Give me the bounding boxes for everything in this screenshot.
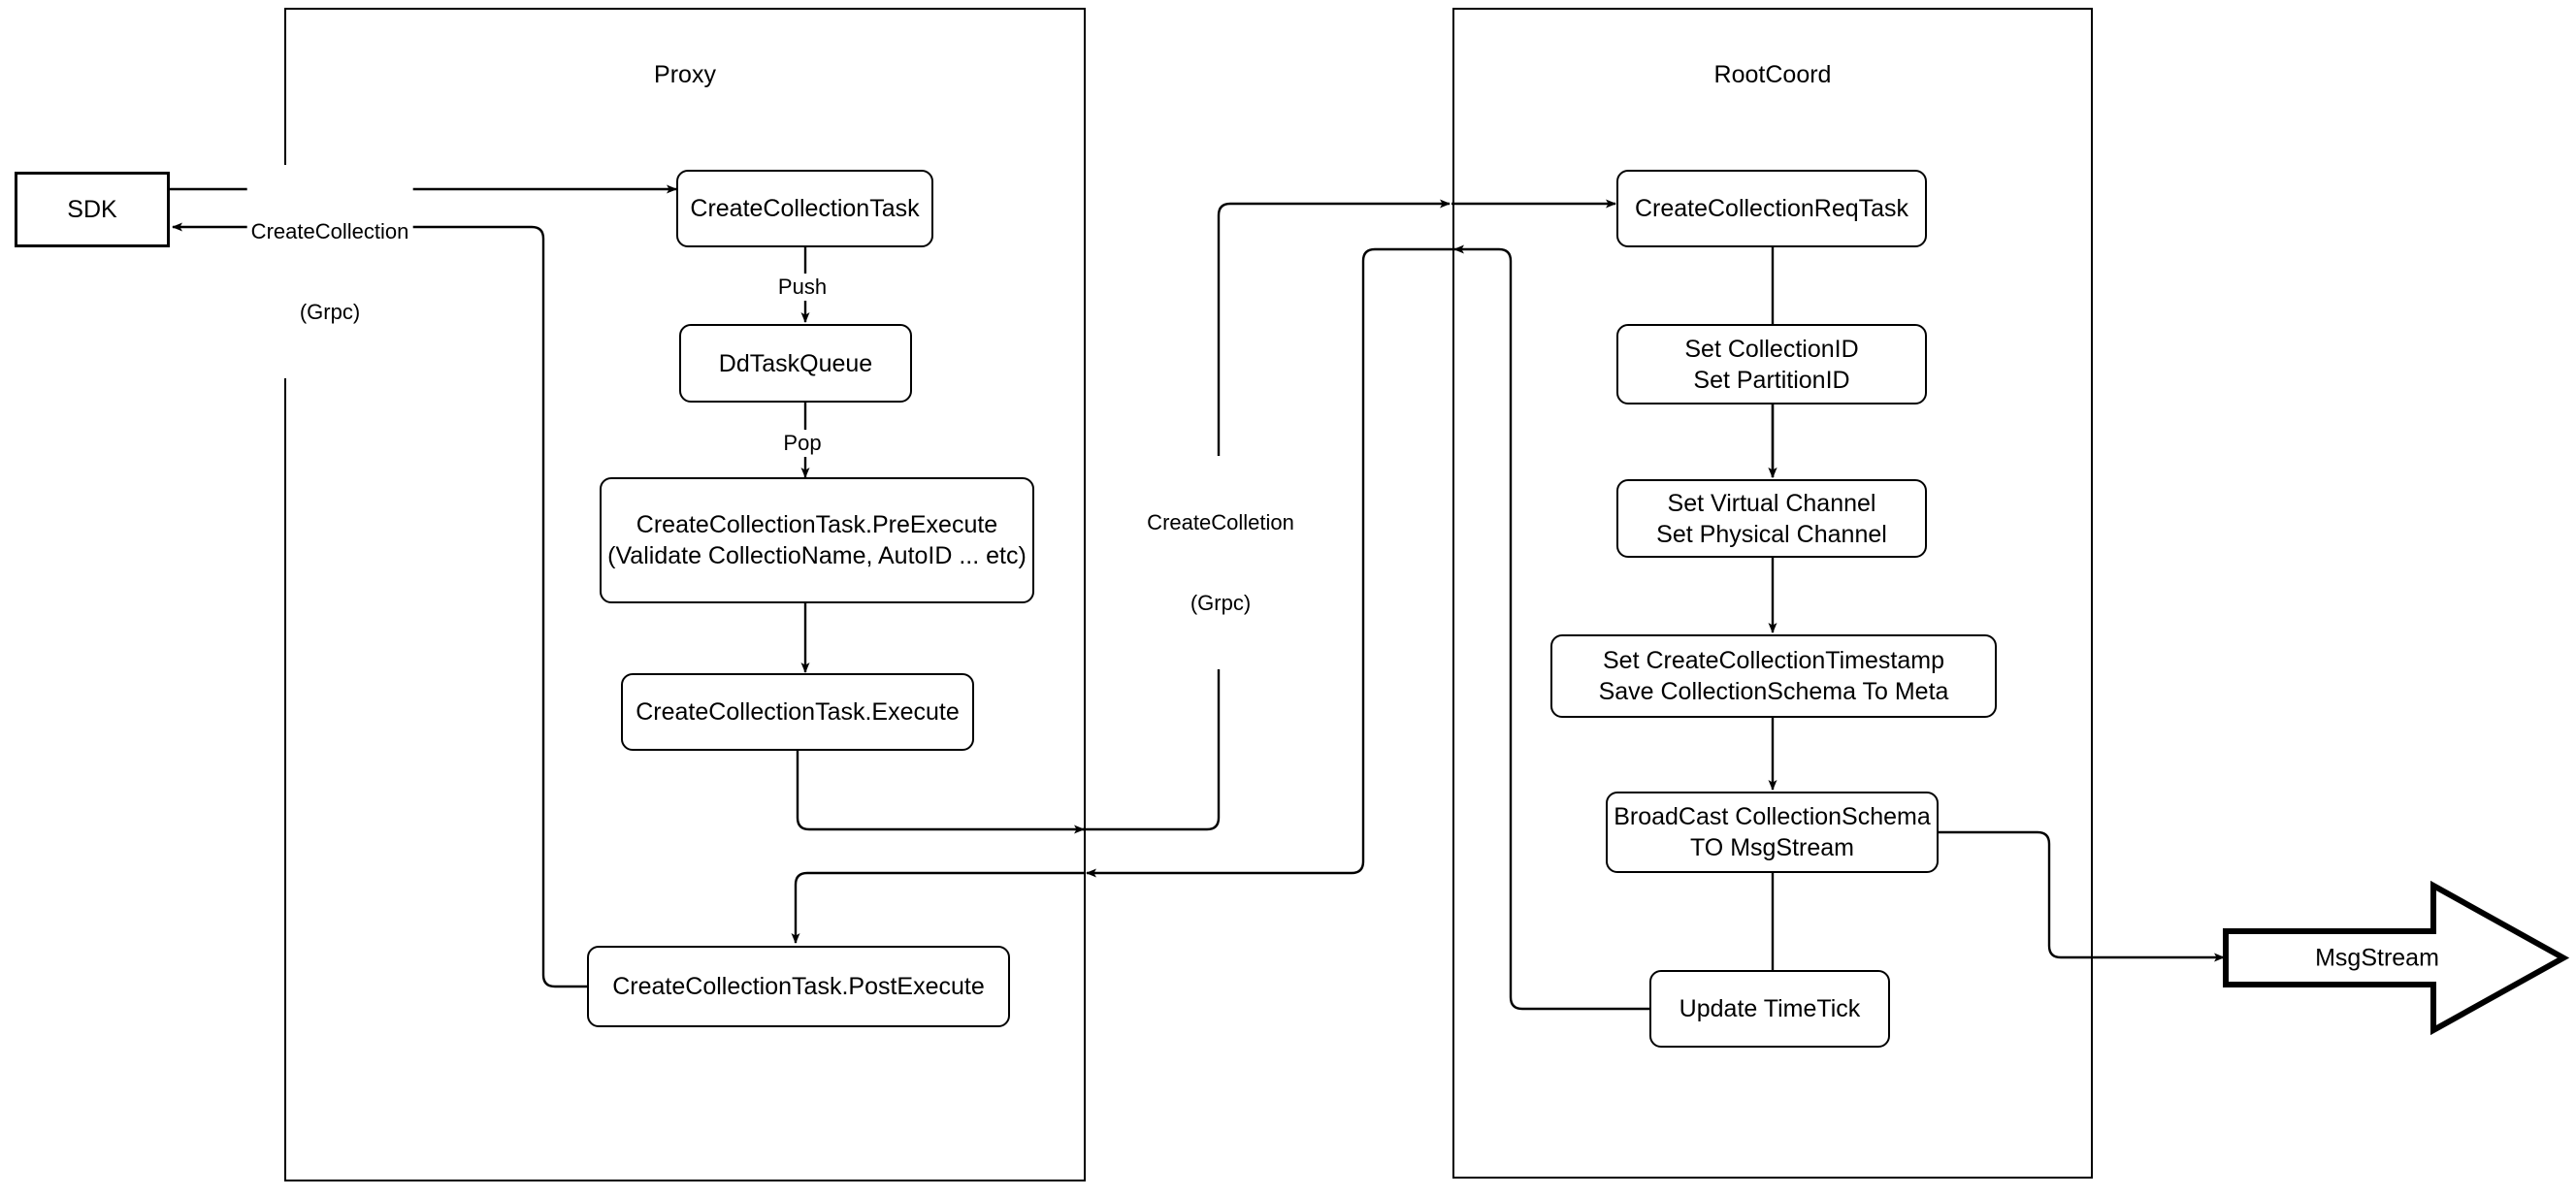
edge-label-pop: Pop (779, 430, 826, 457)
node-set-channel[interactable]: Set Virtual Channel Set Physical Channel (1616, 479, 1927, 558)
lane-proxy-title: Proxy (654, 61, 716, 88)
edge-label-push: Push (773, 274, 831, 301)
edge-label-sdk-to-proxy: CreateCollection (Grpc) (246, 165, 413, 378)
node-execute[interactable]: CreateCollectionTask.Execute (621, 673, 974, 751)
msgstream-arrow-icon (2223, 880, 2570, 1036)
node-set-ids-line2: Set PartitionID (1693, 366, 1850, 394)
node-broadcast[interactable]: BroadCast CollectionSchema TO MsgStream (1606, 792, 1939, 873)
node-msgstream[interactable]: MsgStream (2222, 878, 2571, 1038)
node-set-ids[interactable]: Set CollectionID Set PartitionID (1616, 324, 1927, 404)
node-set-meta[interactable]: Set CreateCollectionTimestamp Save Colle… (1550, 634, 1997, 718)
node-set-meta-line2: Save CollectionSchema To Meta (1598, 678, 1949, 705)
node-sdk[interactable]: SDK (15, 172, 170, 247)
node-pre-execute-line2: (Validate CollectioName, AutoID ... etc) (607, 542, 1027, 569)
node-pre-execute[interactable]: CreateCollectionTask.PreExecute (Validat… (600, 477, 1034, 603)
node-broadcast-line1: BroadCast CollectionSchema (1614, 803, 1931, 830)
node-broadcast-line2: TO MsgStream (1689, 834, 1855, 861)
edge-label-sdk-to-proxy-line1: CreateCollection (250, 219, 409, 243)
edge-label-sdk-to-proxy-line2: (Grpc) (299, 299, 361, 324)
node-set-ids-line1: Set CollectionID (1684, 335, 1859, 363)
lane-rootcoord-title: RootCoord (1713, 61, 1832, 88)
node-pre-execute-line1: CreateCollectionTask.PreExecute (636, 511, 998, 538)
node-set-channel-line2: Set Physical Channel (1656, 520, 1887, 548)
node-update-timetick[interactable]: Update TimeTick (1649, 970, 1890, 1048)
edge-label-proxy-to-rootcoord-line2: (Grpc) (1190, 590, 1252, 615)
node-dd-task-queue[interactable]: DdTaskQueue (679, 324, 912, 403)
lane-rootcoord (1452, 8, 2093, 1179)
node-msgstream-label: MsgStream (2315, 944, 2439, 972)
node-set-meta-line1: Set CreateCollectionTimestamp (1603, 647, 1944, 674)
node-create-collection-task[interactable]: CreateCollectionTask (676, 170, 933, 247)
node-post-execute[interactable]: CreateCollectionTask.PostExecute (587, 946, 1010, 1027)
edge-label-proxy-to-rootcoord: CreateColletion (Grpc) (1143, 456, 1298, 669)
node-req-task[interactable]: CreateCollectionReqTask (1616, 170, 1927, 247)
edge-label-proxy-to-rootcoord-line1: CreateColletion (1147, 510, 1294, 534)
node-set-channel-line1: Set Virtual Channel (1667, 489, 1876, 517)
